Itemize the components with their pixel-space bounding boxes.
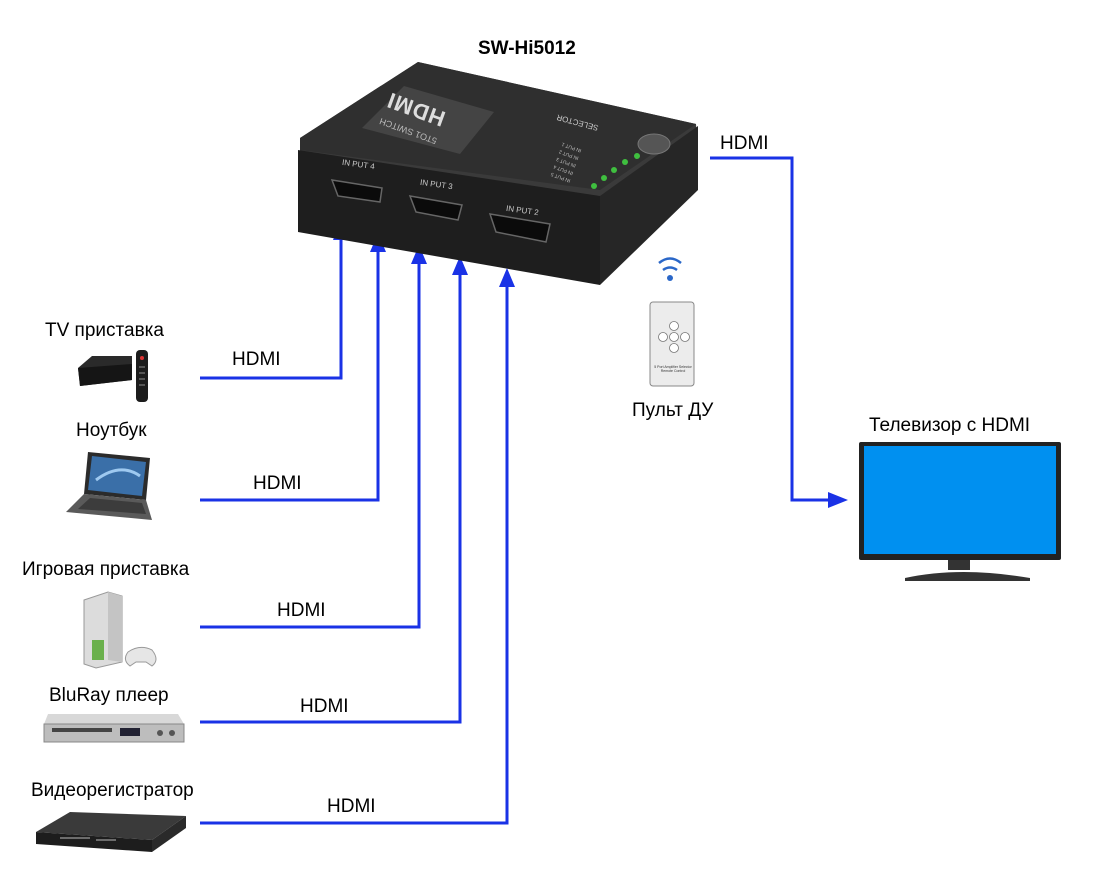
wire-bluray: [200, 268, 462, 724]
source-label-laptop: Ноутбук: [76, 420, 147, 441]
wire-laptop: [200, 248, 380, 502]
arrowhead-input-2b: [499, 268, 515, 287]
remote-caption: 5 Port Amplifier Selector Remote Control: [654, 365, 692, 373]
source-label-bluray: BluRay плеер: [49, 685, 169, 706]
cable-label-dvr: HDMI: [327, 796, 376, 817]
wire-output: [710, 156, 830, 502]
remote-label: Пульт ДУ: [632, 400, 714, 421]
port-input-4: [330, 179, 383, 203]
arrowhead-output: [828, 492, 848, 508]
output-cable-label: HDMI: [720, 133, 769, 154]
cable-label-bluray: HDMI: [300, 696, 349, 717]
arrowhead-input-3b: [411, 245, 427, 264]
source-label-tv-box: TV приставка: [45, 320, 164, 341]
source-label-game-console: Игровая приставка: [22, 559, 190, 580]
cable-label-game-console: HDMI: [277, 600, 326, 621]
port-input-3: [408, 195, 463, 221]
wire-tv-box: [200, 238, 343, 380]
tv-label: Телевизор с HDMI: [869, 415, 1031, 436]
switch-model-title: SW-Hi5012: [478, 38, 576, 59]
cable-label-laptop: HDMI: [253, 473, 302, 494]
cable-label-tv-box: HDMI: [232, 349, 281, 370]
wire-dvr: [200, 282, 509, 825]
source-label-dvr: Видеорегистратор: [31, 780, 194, 801]
arrowhead-input-2a: [452, 256, 468, 275]
wire-game-console: [200, 258, 421, 629]
port-input-2: [488, 213, 551, 243]
wireless-signal-icon: [658, 257, 682, 272]
